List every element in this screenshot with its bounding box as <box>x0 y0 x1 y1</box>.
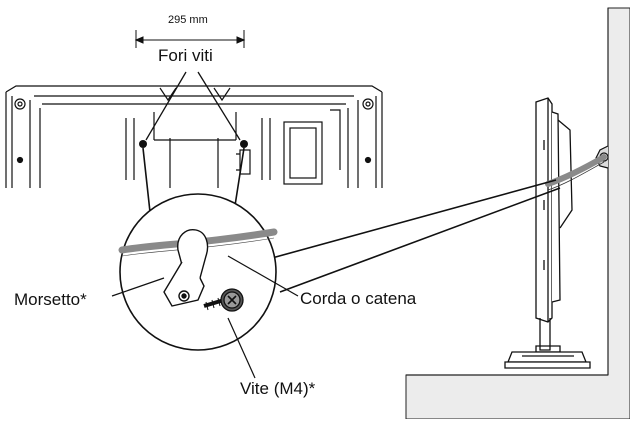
monitor-side-view <box>504 97 591 369</box>
screw-holes-label: Fori viti <box>158 46 213 65</box>
cord-label: Corda o catena <box>300 289 417 308</box>
dimension-label: 295 mm <box>168 14 208 26</box>
magnifier-callout <box>142 147 561 293</box>
magnified-clamp <box>163 229 209 307</box>
dimension-line <box>134 30 246 48</box>
screw-holes <box>139 140 248 148</box>
monitor-back-view <box>5 85 383 188</box>
screw-label: Vite (M4)* <box>240 379 316 398</box>
magnified-screw <box>203 288 244 312</box>
clamp-label: Morsetto* <box>14 290 87 309</box>
screw-hole-leaders <box>145 71 241 141</box>
label-leaders <box>111 255 299 379</box>
cord-to-wall <box>545 154 607 191</box>
